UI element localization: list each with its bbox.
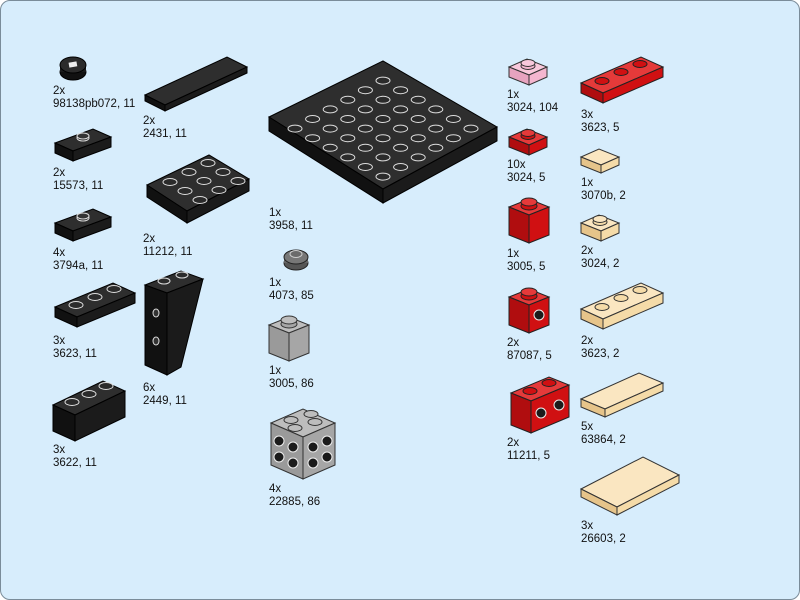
part-code: 3024, 5 — [507, 172, 546, 184]
part-code: 98138pb072, 11 — [53, 98, 136, 110]
part-qty: 3x — [53, 444, 66, 456]
part-code: 3794a, 11 — [53, 260, 104, 272]
part-qty: 4x — [269, 483, 282, 495]
tile-2x3-icon — [579, 456, 681, 516]
brick-studs-2x2-icon — [269, 408, 337, 480]
part-code: 3005, 86 — [269, 378, 314, 390]
slope-inverted-icon — [143, 270, 205, 376]
plate-1x1-icon — [507, 58, 549, 86]
part-qty: 2x — [53, 167, 66, 179]
part-code: 2449, 11 — [143, 395, 187, 407]
brick-1x1-icon — [507, 197, 551, 244]
part-code: 11211, 5 — [507, 450, 551, 462]
part-qty: 1x — [581, 177, 594, 189]
tile-1x1-icon — [579, 148, 621, 174]
part-qty: 5x — [581, 421, 594, 433]
round-plate-icon — [283, 249, 309, 271]
part-code: 11212, 11 — [143, 246, 193, 258]
part-code: 2431, 11 — [143, 128, 187, 140]
brick-1x1-stud-icon — [507, 287, 551, 334]
part-qty: 3x — [53, 335, 66, 347]
plate-1x3-icon — [53, 282, 137, 328]
part-qty: 1x — [269, 365, 282, 377]
part-qty: 1x — [507, 89, 520, 101]
part-qty: 2x — [581, 335, 594, 347]
part-qty: 1x — [269, 277, 282, 289]
part-code: 3005, 5 — [507, 261, 546, 273]
part-qty: 6x — [143, 382, 156, 394]
part-qty: 1x — [507, 248, 520, 260]
part-qty: 2x — [53, 85, 66, 97]
plate-1x3-icon — [579, 282, 665, 330]
part-qty: 10x — [507, 159, 526, 171]
part-qty: 1x — [269, 207, 282, 219]
tile-1x4-icon — [143, 56, 249, 112]
part-qty: 4x — [53, 247, 66, 259]
tile-1x3-icon — [579, 372, 665, 418]
part-code: 15573, 11 — [53, 180, 104, 192]
part-code: 3070b, 2 — [581, 190, 626, 202]
round-tile-icon — [59, 56, 87, 81]
part-code: 3623, 2 — [581, 348, 620, 360]
jumper-1x2-icon — [53, 208, 113, 242]
part-code: 3622, 11 — [53, 457, 97, 469]
plate-3x3-icon — [145, 154, 251, 224]
part-qty: 2x — [581, 245, 594, 257]
brick-1x3-icon — [51, 380, 127, 442]
part-code: 22885, 86 — [269, 496, 321, 508]
plate-6x6-icon — [267, 60, 499, 204]
part-qty: 2x — [143, 233, 156, 245]
part-code: 63864, 2 — [581, 434, 626, 446]
part-code: 87087, 5 — [507, 350, 552, 362]
jumper-1x2-icon — [53, 128, 113, 162]
part-code: 3958, 11 — [269, 220, 313, 232]
brick-1x2-studs-icon — [509, 376, 571, 434]
part-code: 4073, 85 — [269, 290, 314, 302]
plate-1x1-icon — [507, 128, 549, 156]
plate-1x1-icon — [579, 214, 621, 242]
part-code: 26603, 2 — [581, 533, 626, 545]
plate-1x3-icon — [579, 56, 665, 104]
part-qty: 2x — [507, 437, 520, 449]
part-qty: 2x — [507, 337, 520, 349]
part-qty: 3x — [581, 109, 594, 121]
part-code: 3623, 11 — [53, 348, 97, 360]
part-code: 3024, 2 — [581, 258, 620, 270]
part-qty: 3x — [581, 520, 594, 532]
part-code: 3024, 104 — [507, 102, 559, 114]
part-qty: 2x — [143, 115, 156, 127]
brick-1x1-icon — [267, 315, 311, 362]
part-code: 3623, 5 — [581, 122, 620, 134]
